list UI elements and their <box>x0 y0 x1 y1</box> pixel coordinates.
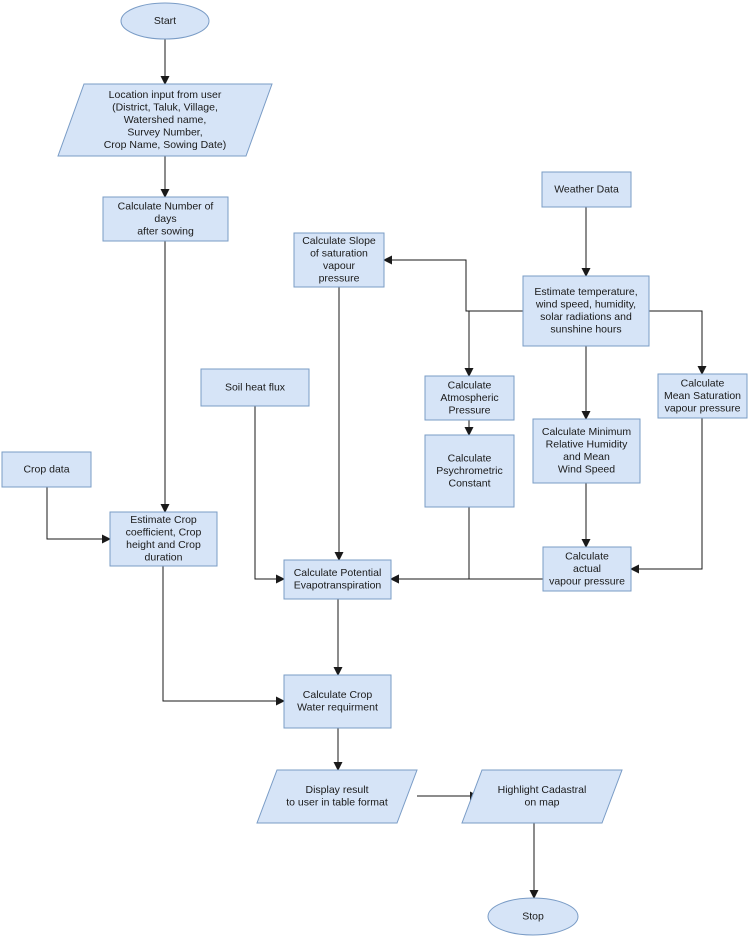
calc-mean-sat-label-line: vapour pressure <box>665 402 741 414</box>
calc-psychrometric-shape <box>424 434 515 508</box>
arrow-calc-psychrometric-to-calc-pet <box>390 507 470 584</box>
calc-psychrometric-label-line: Psychrometric <box>436 465 503 477</box>
start-shape <box>120 2 210 40</box>
location-input-label-line: Watershed name, <box>124 114 206 126</box>
calc-mean-sat-shape <box>657 373 748 419</box>
location-input-shape <box>57 83 273 157</box>
highlight-cadastral-label-line: on map <box>524 797 559 809</box>
calc-min-rh-label-line: Relative Humidity <box>546 439 628 451</box>
calc-pet-label-line: Calculate Potential <box>294 567 382 579</box>
crop-data-shape <box>1 451 92 488</box>
highlight-cadastral-label-line: Highlight Cadastral <box>498 784 587 796</box>
display-result-label-line: Display result <box>305 784 368 796</box>
calc-slope-shape <box>293 232 385 288</box>
calc-days-label-line: Calculate Number of <box>118 200 214 212</box>
calc-psychrometric-label-line: Constant <box>448 477 490 489</box>
calc-slope-label-line: of saturation <box>310 248 368 260</box>
estimate-temperature-label-line: sunshine hours <box>550 324 621 336</box>
calc-min-rh-label-line: Calculate Minimum <box>542 426 632 438</box>
calc-min-rh-label-line: Wind Speed <box>558 464 615 476</box>
location-input-label-line: Crop Name, Sowing Date) <box>104 139 227 151</box>
calc-atm-pressure-label-line: Pressure <box>448 404 490 416</box>
calc-crop-water-label-line: Calculate Crop <box>303 689 373 701</box>
calc-min-rh-label-line: and Mean <box>563 451 610 463</box>
estimate-crop-coef-label-line: Estimate Crop <box>130 514 197 526</box>
soil-heat-flux-label-line: Soil heat flux <box>225 381 286 393</box>
estimate-temperature-label-line: Estimate temperature, <box>534 286 637 298</box>
estimate-crop-coef-shape <box>109 511 218 567</box>
weather-data-shape <box>541 171 632 208</box>
node-weather-data: Weather Data <box>541 171 632 208</box>
calc-min-rh-shape <box>532 418 641 484</box>
estimate-crop-coef-label-line: height and Crop <box>126 539 201 551</box>
display-result-label-line: to user in table format <box>286 797 388 809</box>
arrow-soil-heat-flux-to-calc-pet <box>254 406 285 584</box>
calc-slope-label-line: Calculate Slope <box>302 235 376 247</box>
calc-days-label-line: after sowing <box>137 225 194 237</box>
estimate-temperature-label-line: solar radiations and <box>540 311 632 323</box>
arrow-crop-data-to-estimate-crop-coef <box>46 487 111 544</box>
location-input-label-line: Location input from user <box>109 89 222 101</box>
calc-pet-label-line: Evapotranspiration <box>294 580 382 592</box>
arrow-calc-mean-sat-to-calc-actual-vp <box>630 418 703 574</box>
arrow-estimate-crop-coef-to-calc-crop-water <box>162 566 285 706</box>
highlight-cadastral-shape <box>461 769 623 824</box>
stop-shape <box>487 897 579 936</box>
weather-data-label-line: Weather Data <box>554 183 619 195</box>
calc-atm-pressure-shape <box>424 375 515 421</box>
location-input-label-line: (District, Taluk, Village, <box>112 101 218 113</box>
calc-pet-shape <box>283 559 392 600</box>
arrow-estimate-temperature-to-calc-atm-pressure <box>464 310 523 377</box>
calc-days-shape <box>102 196 229 242</box>
crop-data-label-line: Crop data <box>23 463 69 475</box>
estimate-crop-coef-label-line: duration <box>145 552 183 564</box>
start-label-line: Start <box>154 15 176 27</box>
node-start: Start <box>120 2 210 40</box>
calc-mean-sat-label-line: Mean Saturation <box>664 390 741 402</box>
calc-days-label-line: days <box>154 213 176 225</box>
estimate-temperature-label-line: wind speed, humidity, <box>535 299 636 311</box>
location-input-label-line: Survey Number, <box>127 126 202 138</box>
calc-atm-pressure-label-line: Calculate <box>448 379 492 391</box>
edges-layer <box>46 39 707 899</box>
estimate-temperature-shape <box>522 275 650 347</box>
arrow-estimate-temperature-to-calc-slope <box>383 255 523 312</box>
node-stop: Stop <box>487 897 579 936</box>
node-estimate-temperature: Estimate temperature,wind speed, humidit… <box>522 275 650 347</box>
soil-heat-flux-shape <box>200 368 310 407</box>
calc-slope-label-line: pressure <box>319 273 360 285</box>
calc-mean-sat-label-line: Calculate <box>681 377 725 389</box>
calc-crop-water-shape <box>283 674 392 729</box>
calc-actual-vp-label-line: actual <box>573 563 601 575</box>
stop-label-line: Stop <box>522 910 544 922</box>
calc-actual-vp-label-line: vapour pressure <box>549 575 625 587</box>
calc-atm-pressure-label-line: Atmospheric <box>440 392 498 404</box>
calc-slope-label-line: vapour <box>323 260 356 272</box>
calc-actual-vp-label-line: Calculate <box>565 550 609 562</box>
calc-psychrometric-label-line: Calculate <box>448 452 492 464</box>
node-soil-heat-flux: Soil heat flux <box>200 368 310 407</box>
arrow-estimate-temperature-to-calc-mean-sat <box>649 310 707 375</box>
node-crop-data: Crop data <box>1 451 92 488</box>
node-location-input: Location input from user(District, Taluk… <box>57 83 273 157</box>
calc-crop-water-label-line: Water requirment <box>297 702 378 714</box>
display-result-shape <box>256 769 418 824</box>
estimate-crop-coef-label-line: coefficient, Crop <box>126 527 202 539</box>
calc-actual-vp-shape <box>542 546 632 592</box>
